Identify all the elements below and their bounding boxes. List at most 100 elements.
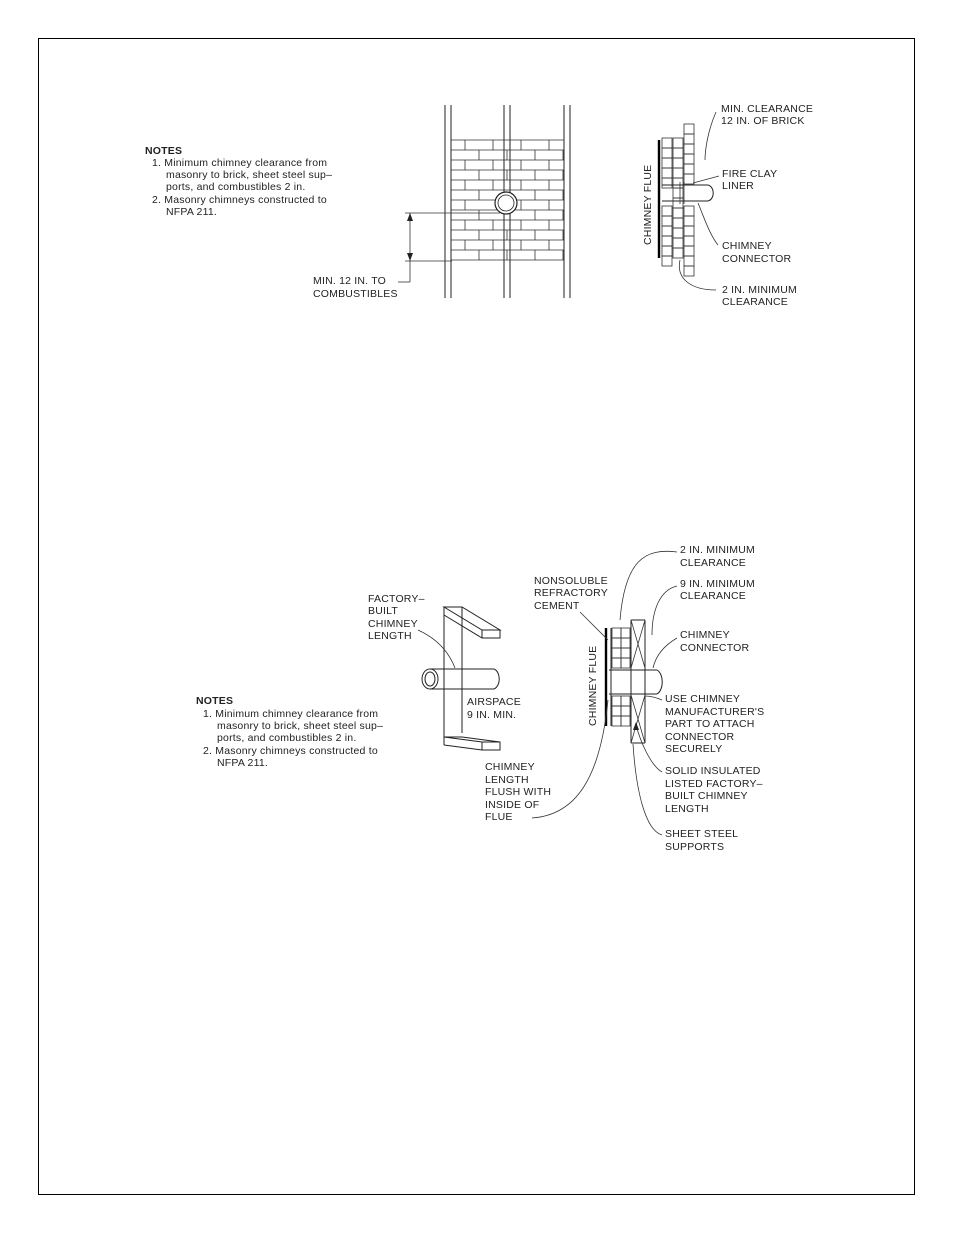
label-factory-built: CHIMNEY — [368, 618, 418, 630]
figure1-notes: NOTES 1. Minimum chimney clearance from … — [145, 145, 332, 218]
note-line: 1. Minimum chimney clearance from — [152, 157, 327, 169]
brick — [683, 123, 695, 135]
brick — [611, 647, 622, 659]
brick — [683, 163, 695, 175]
callout-nonsoluble: CEMENT — [534, 600, 580, 612]
brick-courses — [661, 123, 695, 277]
chimney-flue-label: CHIMNEY FLUE — [642, 165, 654, 245]
brick — [661, 137, 673, 149]
label-factory-built: FACTORY– — [368, 593, 425, 605]
label-airspace: AIRSPACE — [467, 696, 521, 708]
label-airspace: 9 IN. MIN. — [467, 709, 516, 721]
brick — [683, 235, 695, 247]
brick — [672, 147, 684, 159]
note-line: 2. Masonry chimneys constructed to — [203, 745, 378, 757]
callout-flush: LENGTH — [485, 774, 529, 786]
callout-flush: FLUE — [485, 811, 513, 823]
notes-heading: NOTES — [145, 145, 182, 157]
factory-built-iso: FACTORY– BUILT CHIMNEY LENGTH AIRSPACE 9… — [368, 593, 521, 751]
brick — [683, 265, 695, 277]
brick — [620, 637, 631, 649]
note-line: 2. Masonry chimneys constructed to — [152, 194, 327, 206]
brick — [683, 225, 695, 237]
brick-courses — [611, 627, 631, 727]
callout-fire-clay: LINER — [722, 180, 754, 192]
note-line: ports, and combustibles 2 in. — [217, 732, 356, 744]
brick — [683, 153, 695, 165]
brick — [683, 173, 695, 185]
callout-solid-insulated: SOLID INSULATED — [665, 765, 761, 777]
brick — [661, 177, 673, 189]
label-factory-built: LENGTH — [368, 630, 412, 642]
brick — [672, 237, 684, 249]
note-line: ports, and combustibles 2 in. — [166, 181, 305, 193]
brick — [661, 205, 673, 217]
callout-connector: CHIMNEY — [722, 240, 772, 252]
callout-use-part: CONNECTOR — [665, 731, 734, 743]
brick — [661, 147, 673, 159]
brick — [683, 205, 695, 217]
notes-heading: NOTES — [196, 695, 233, 707]
callout-use-part: USE CHIMNEY — [665, 693, 740, 705]
callout-solid-insulated: BUILT CHIMNEY — [665, 790, 748, 802]
callout-two-inch: 2 IN. MINIMUM — [680, 544, 755, 556]
brick — [661, 245, 673, 257]
brick — [620, 715, 631, 727]
dimension-label: COMBUSTIBLES — [313, 288, 398, 300]
brick — [672, 197, 684, 209]
callout-flush: CHIMNEY — [485, 761, 535, 773]
side-section-2: CHIMNEY FLUE NONSOLUBLE REFRACTORY CEMEN… — [485, 544, 764, 853]
callout-connector: CONNECTOR — [680, 642, 749, 654]
label-factory-built: BUILT — [368, 605, 398, 617]
note-line: 1. Minimum chimney clearance from — [203, 708, 378, 720]
brick — [661, 167, 673, 179]
brick — [672, 137, 684, 149]
brick — [672, 217, 684, 229]
brick — [611, 637, 622, 649]
callout-connector: CHIMNEY — [680, 629, 730, 641]
brick — [683, 133, 695, 145]
callout-nonsoluble: REFRACTORY — [534, 587, 608, 599]
callout-use-part: SECURELY — [665, 743, 722, 755]
brick — [661, 235, 673, 247]
callout-two-inch: CLEARANCE — [680, 557, 746, 569]
dimension-label: MIN. 12 IN. TO — [313, 275, 386, 287]
brick — [611, 627, 622, 639]
page-border — [38, 38, 915, 1195]
note-line: masonry to brick, sheet steel sup– — [166, 169, 332, 181]
wall-elevation: MIN. 12 IN. TO COMBUSTIBLES — [313, 105, 571, 300]
brick — [611, 695, 622, 707]
brick — [620, 705, 631, 717]
brick — [672, 157, 684, 169]
callout-sheet-steel: SUPPORTS — [665, 841, 724, 853]
brick — [683, 255, 695, 267]
callout-connector: CONNECTOR — [722, 253, 791, 265]
brick — [661, 215, 673, 227]
brick — [683, 143, 695, 155]
note-line: NFPA 211. — [217, 757, 268, 769]
brick — [672, 227, 684, 239]
callout-solid-insulated: LISTED FACTORY– — [665, 778, 763, 790]
callout-use-part: MANUFACTURER'S — [665, 706, 764, 718]
note-line: NFPA 211. — [166, 206, 217, 218]
brick — [661, 225, 673, 237]
brick — [683, 245, 695, 257]
callout-min-clearance: 12 IN. OF BRICK — [721, 115, 805, 127]
chimney-flue-label: CHIMNEY FLUE — [587, 646, 599, 726]
callout-flush: INSIDE OF — [485, 799, 539, 811]
brick — [611, 715, 622, 727]
note-line: masonry to brick, sheet steel sup– — [217, 720, 383, 732]
brick — [620, 647, 631, 659]
brick — [683, 215, 695, 227]
brick — [620, 627, 631, 639]
brick — [672, 177, 684, 189]
brick — [661, 255, 673, 267]
brick — [611, 705, 622, 717]
callout-nonsoluble: NONSOLUBLE — [534, 575, 608, 587]
brick — [661, 157, 673, 169]
brick — [672, 207, 684, 219]
callout-solid-insulated: LENGTH — [665, 803, 709, 815]
callout-two-inch: CLEARANCE — [722, 296, 788, 308]
callout-fire-clay: FIRE CLAY — [722, 168, 777, 180]
